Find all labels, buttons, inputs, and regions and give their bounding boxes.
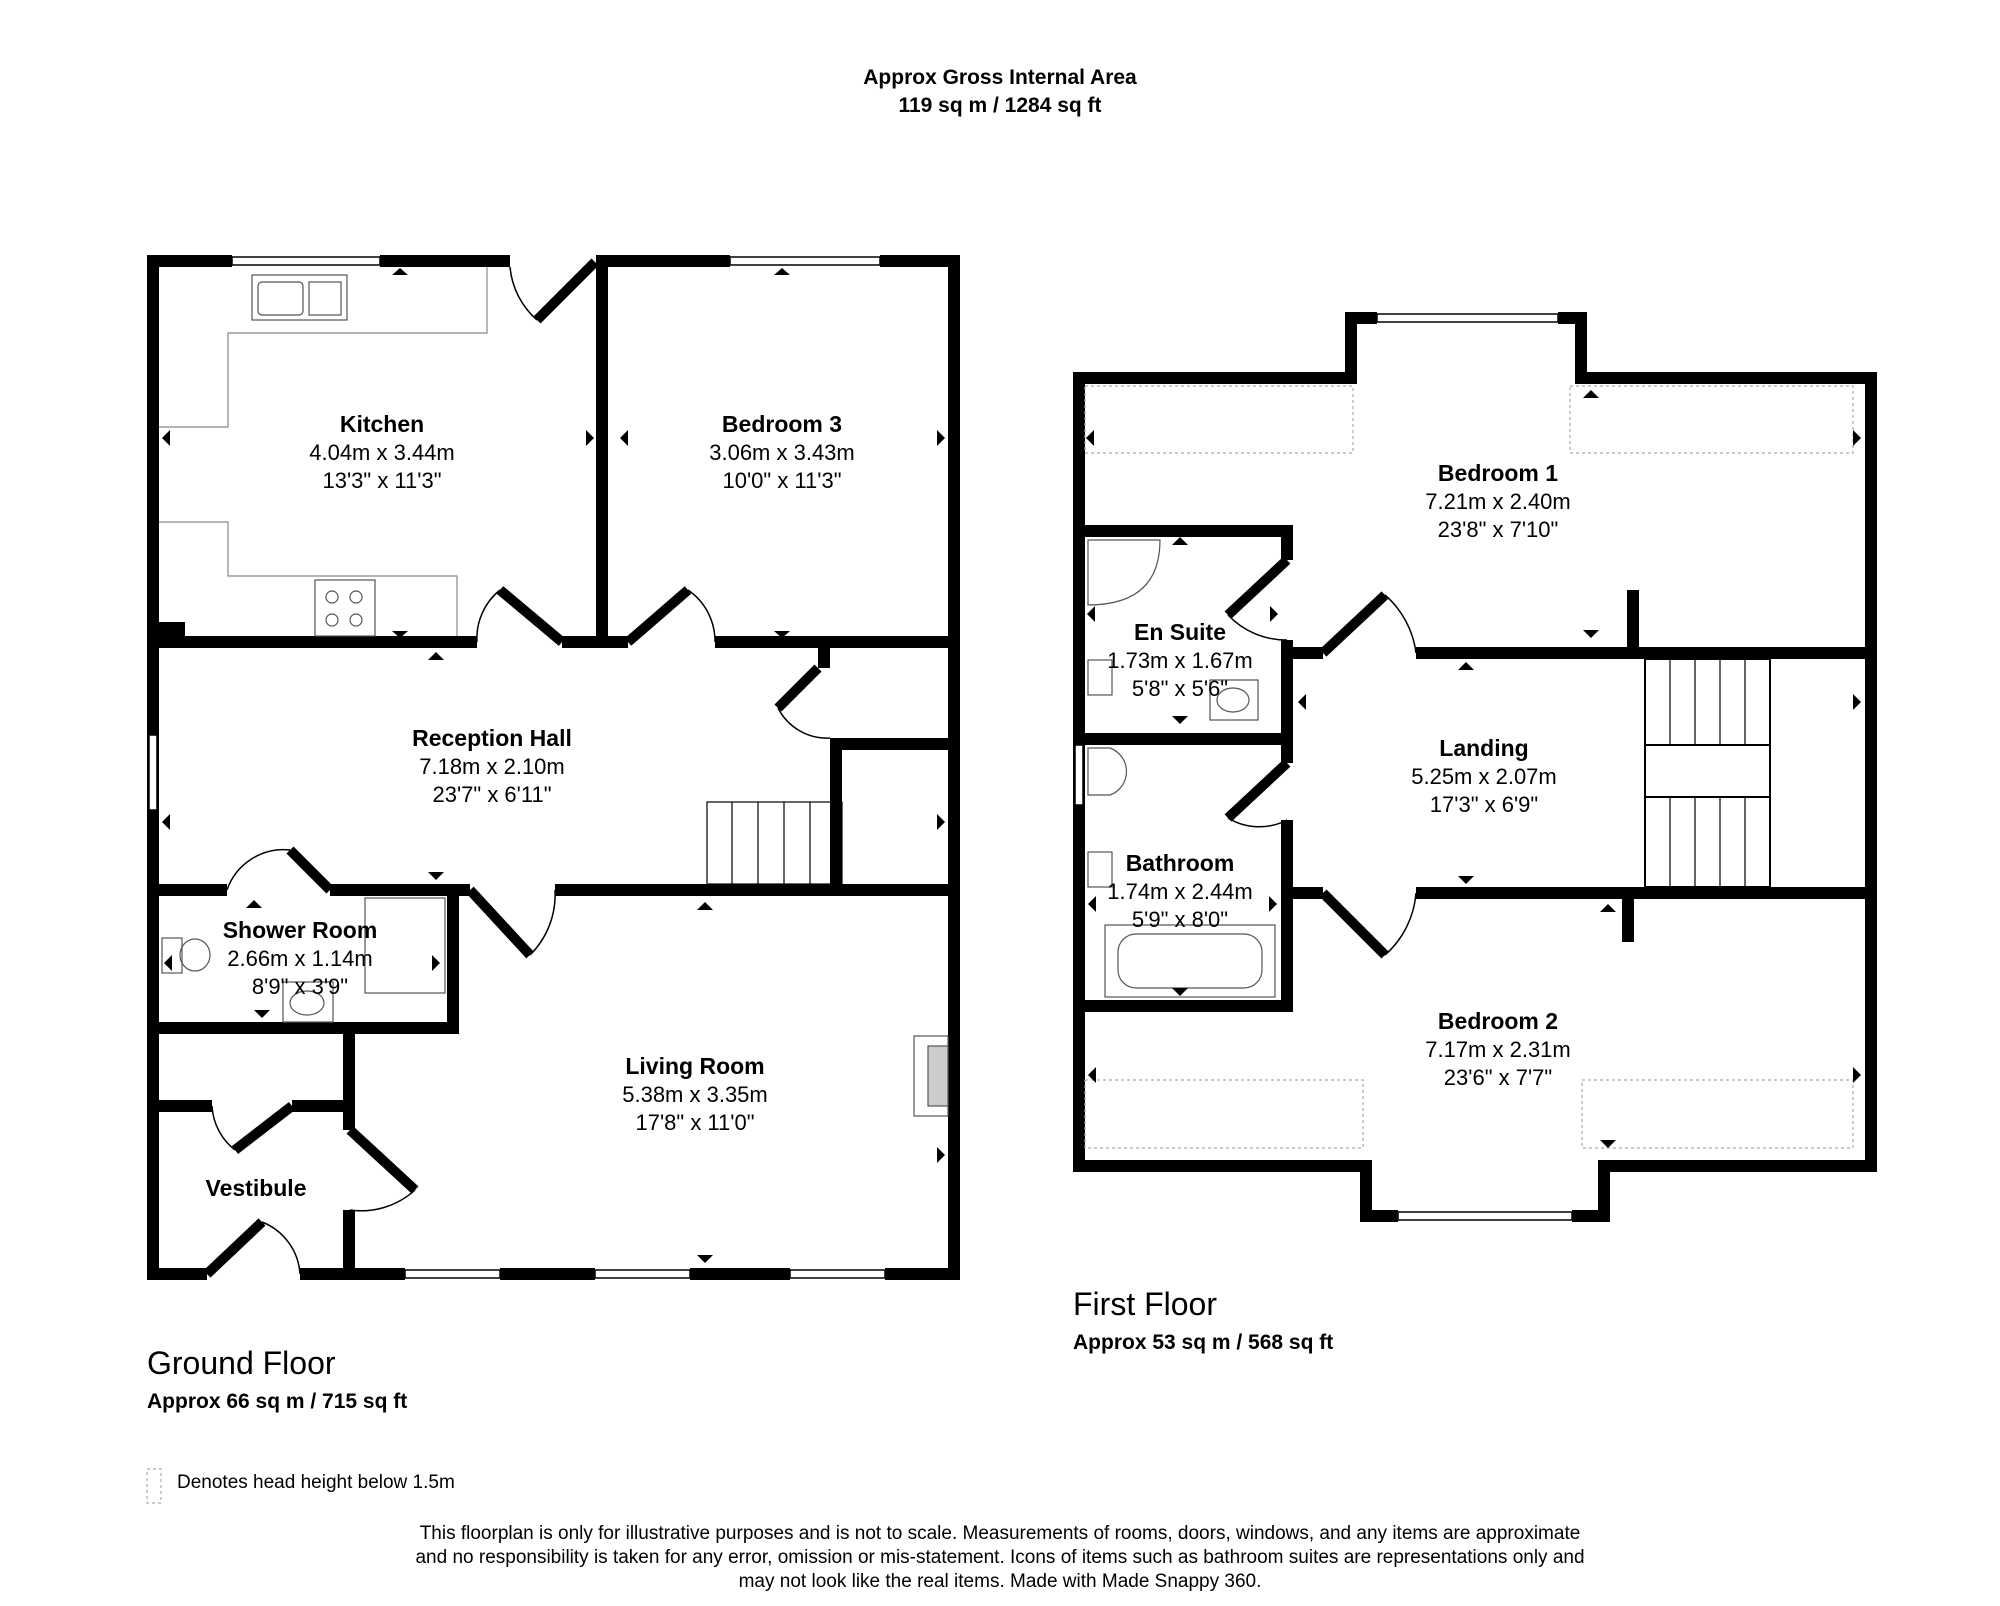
first-floor-area: Approx 53 sq m / 568 sq ft: [1073, 1331, 1334, 1354]
disclaimer-line: and no responsibility is taken for any e…: [415, 1547, 1585, 1568]
room-dim-imperial: 5'9" x 8'0": [1132, 907, 1228, 932]
room-name: Bedroom 1: [1438, 460, 1558, 486]
room-dim-metric: 1.74m x 2.44m: [1107, 879, 1253, 904]
room-name: Bathroom: [1126, 850, 1235, 876]
room-dim-imperial: 5'8" x 5'6": [1132, 676, 1228, 701]
total-area: 119 sq m / 1284 sq ft: [898, 94, 1102, 117]
first-floor-name: First Floor: [1073, 1286, 1217, 1322]
room-dim-imperial: 13'3" x 11'3": [322, 468, 441, 493]
area-title: Approx Gross Internal Area: [863, 66, 1137, 89]
first-floor-arrows: [1086, 390, 1861, 1148]
first-floor-door-swings: [1227, 594, 1417, 956]
ground-floor-fixtures: [159, 267, 949, 1117]
room-dim-metric: 4.04m x 3.44m: [309, 440, 455, 465]
room-dim-metric: 7.21m x 2.40m: [1425, 489, 1571, 514]
room-name: Landing: [1439, 735, 1528, 761]
room-dim-imperial: 17'8" x 11'0": [635, 1110, 754, 1135]
room-label-landing: Landing 5.25m x 2.07m 17'3" x 6'9": [1411, 735, 1557, 817]
room-label-living-room: Living Room 5.38m x 3.35m 17'8" x 11'0": [622, 1053, 768, 1135]
disclaimer-line: may not look like the real items. Made w…: [738, 1571, 1262, 1592]
room-name: Shower Room: [223, 917, 378, 943]
header: Approx Gross Internal Area 119 sq m / 12…: [0, 64, 2000, 120]
legend-text: Denotes head height below 1.5m: [177, 1472, 455, 1493]
ground-floor-caption: Ground Floor Approx 66 sq m / 715 sq ft: [147, 1345, 407, 1414]
first-floor-fixtures: [1084, 385, 1854, 1149]
room-dim-imperial: 23'6" x 7'7": [1444, 1065, 1552, 1090]
ground-floor-arrows: [162, 268, 945, 1263]
room-label-bedroom-1: Bedroom 1 7.21m x 2.40m 23'8" x 7'10": [1425, 460, 1571, 542]
ground-floor-name: Ground Floor: [147, 1345, 336, 1381]
room-name: Vestibule: [206, 1175, 307, 1201]
room-label-bedroom-3: Bedroom 3 3.06m x 3.43m 10'0" x 11'3": [709, 411, 855, 493]
head-height-legend-swatch: [146, 1468, 162, 1504]
ground-floor-plan: [147, 255, 960, 1280]
room-dim-metric: 2.66m x 1.14m: [227, 946, 373, 971]
room-label-kitchen: Kitchen 4.04m x 3.44m 13'3" x 11'3": [309, 411, 455, 493]
first-floor-doors: [1224, 556, 1389, 959]
room-label-bathroom: Bathroom 1.74m x 2.44m 5'9" x 8'0": [1107, 850, 1253, 932]
room-dim-metric: 5.38m x 3.35m: [622, 1082, 768, 1107]
room-dim-metric: 5.25m x 2.07m: [1411, 764, 1557, 789]
ground-floor-doors: [203, 258, 822, 1278]
room-name: Bedroom 2: [1438, 1008, 1558, 1034]
room-dim-metric: 3.06m x 3.43m: [709, 440, 855, 465]
room-label-shower-room: Shower Room 2.66m x 1.14m 8'9" x 3'9": [223, 917, 378, 999]
disclaimer: This floorplan is only for illustrative …: [300, 1522, 1700, 1594]
ground-floor-area: Approx 66 sq m / 715 sq ft: [147, 1390, 408, 1413]
room-dim-metric: 7.17m x 2.31m: [1425, 1037, 1571, 1062]
room-label-en-suite: En Suite 1.73m x 1.67m 5'8" x 5'6": [1107, 619, 1253, 701]
first-floor-plan: [1073, 312, 1877, 1222]
room-dim-metric: 1.73m x 1.67m: [1107, 648, 1253, 673]
ground-floor-door-swings: [211, 266, 831, 1275]
room-name: Living Room: [625, 1053, 764, 1079]
room-name: Bedroom 3: [722, 411, 842, 437]
disclaimer-line: This floorplan is only for illustrative …: [419, 1523, 1581, 1544]
room-dim-imperial: 8'9" x 3'9": [252, 974, 348, 999]
room-dim-imperial: 10'0" x 11'3": [722, 468, 841, 493]
room-label-reception-hall: Reception Hall 7.18m x 2.10m 23'7" x 6'1…: [412, 725, 572, 807]
first-floor-caption: First Floor Approx 53 sq m / 568 sq ft: [1073, 1286, 1333, 1355]
room-label-vestibule: Vestibule: [206, 1175, 307, 1201]
room-dim-metric: 7.18m x 2.10m: [419, 754, 565, 779]
room-dim-imperial: 23'8" x 7'10": [1438, 517, 1559, 542]
room-name: En Suite: [1134, 619, 1226, 645]
room-name: Reception Hall: [412, 725, 572, 751]
room-label-bedroom-2: Bedroom 2 7.17m x 2.31m 23'6" x 7'7": [1425, 1008, 1571, 1090]
room-name: Kitchen: [340, 411, 424, 437]
room-dim-imperial: 23'7" x 6'11": [432, 782, 551, 807]
room-dim-imperial: 17'3" x 6'9": [1430, 792, 1538, 817]
